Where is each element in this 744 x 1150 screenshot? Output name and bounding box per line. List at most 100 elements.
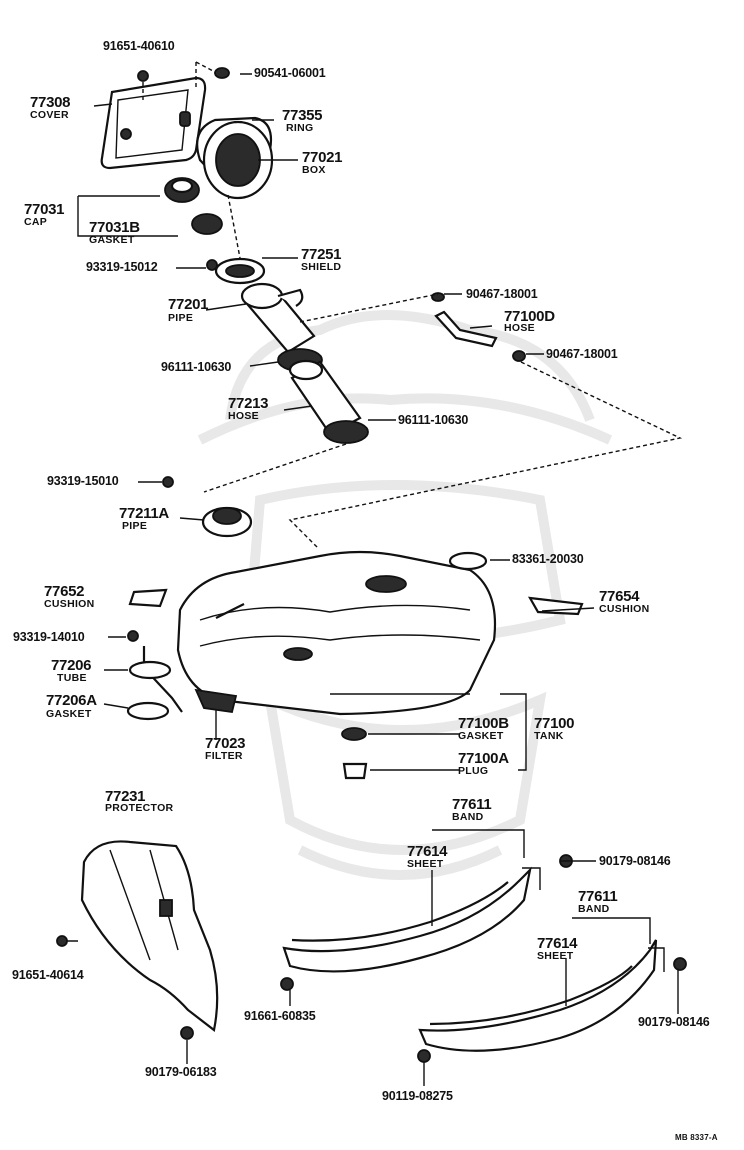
label-filter: FILTER (205, 750, 243, 762)
screw-93319-15010 (162, 476, 174, 488)
label-shield: SHIELD (301, 261, 342, 273)
label-77100B: 77100B (458, 715, 509, 732)
label-77206A: 77206A (46, 692, 97, 709)
label-77231: 77231 (105, 788, 146, 805)
label-cushion-77654: CUSHION (599, 603, 650, 615)
label-77100A: 77100A (458, 750, 509, 767)
label-77031B: 77031B (89, 219, 140, 236)
label-hose-77100D: HOSE (504, 322, 535, 334)
label-cover: COVER (30, 109, 69, 121)
nut-90541-06001 (214, 67, 230, 79)
label-hose-77213: HOSE (228, 410, 259, 422)
gasket-77031B (191, 213, 223, 235)
label-90179-06183: 90179-06183 (145, 1065, 217, 1079)
plug-77100A (342, 762, 368, 780)
label-gasket-77206A: GASKET (46, 708, 92, 720)
label-box: BOX (302, 164, 326, 176)
label-77031: 77031 (24, 201, 65, 218)
pipe-77211A (201, 506, 253, 538)
bolt-91651-40610 (137, 70, 149, 82)
nut-90179-08146-b (673, 957, 687, 971)
label-91651-40614: 91651-40614 (12, 968, 84, 982)
label-ring: RING (286, 122, 314, 134)
sheet-77614-a (291, 881, 509, 942)
label-77206: 77206 (51, 657, 92, 674)
figure-code: MB 8337-A (675, 1133, 718, 1142)
cap-77031 (164, 177, 200, 203)
hose-77213 (288, 359, 362, 436)
bolt-91661-60835 (280, 977, 294, 991)
label-93319-14010: 93319-14010 (13, 630, 85, 644)
label-77100D: 77100D (504, 308, 555, 325)
label-96111-10630-upper: 96111-10630 (161, 360, 232, 374)
label-77654: 77654 (599, 588, 640, 605)
label-77611-a: 77611 (452, 796, 492, 813)
label-gasket-77100B: GASKET (458, 730, 504, 742)
label-90467-18001-lower: 90467-18001 (546, 347, 618, 361)
bolt-90179-06183 (180, 1026, 194, 1040)
label-tube: TUBE (57, 672, 87, 684)
label-77023: 77023 (205, 735, 246, 752)
label-77213: 77213 (228, 395, 269, 412)
clip-90467-18001-lower (512, 350, 526, 362)
label-plug: PLUG (458, 765, 489, 777)
label-83361-20030: 83361-20030 (512, 552, 584, 566)
label-sheet-a: SHEET (407, 858, 444, 870)
label-pipe-77201: PIPE (168, 312, 194, 324)
cushion-77654 (527, 596, 584, 616)
label-77201: 77201 (168, 296, 209, 313)
label-90119-08275: 90119-08275 (382, 1089, 453, 1103)
label-pipe-77211A: PIPE (122, 520, 148, 532)
samurai-helmet-watermark (197, 310, 613, 880)
label-protector: PROTECTOR (105, 802, 174, 814)
label-gasket-77031B: GASKET (89, 234, 135, 246)
hose-77100D (434, 310, 498, 348)
label-sheet-b: SHEET (537, 950, 574, 962)
label-90541-06001: 90541-06001 (254, 66, 326, 80)
pipe-77201 (240, 282, 316, 354)
label-77251: 77251 (301, 246, 342, 263)
label-77611-b: 77611 (578, 888, 618, 905)
clip-90467-18001 (431, 292, 445, 302)
label-91651-40610: 91651-40610 (103, 39, 175, 53)
fuel-tank-77100 (176, 550, 497, 716)
label-93319-15012: 93319-15012 (86, 260, 158, 274)
band-77611-b (418, 939, 665, 1052)
label-band-a: BAND (452, 811, 484, 823)
filter-77023 (194, 688, 238, 714)
label-77308: 77308 (30, 94, 71, 111)
label-90179-08146-lower: 90179-08146 (638, 1015, 710, 1029)
bolt-90119-08275 (417, 1049, 431, 1063)
label-93319-15010: 93319-15010 (47, 474, 119, 488)
label-77021: 77021 (302, 149, 343, 166)
label-96111-10630-lower: 96111-10630 (398, 413, 469, 427)
label-77652: 77652 (44, 583, 85, 600)
band-77611-a (282, 866, 541, 973)
gasket-77206A (126, 701, 170, 721)
gasket-83361-20030 (448, 551, 488, 571)
label-77211A: 77211A (119, 505, 169, 522)
label-band-b: BAND (578, 903, 610, 915)
label-90467-18001-upper: 90467-18001 (466, 287, 538, 301)
clamp-96111-10630-lower (323, 420, 369, 444)
label-77355: 77355 (282, 107, 323, 124)
shield-77251 (214, 257, 266, 285)
gasket-77100B (341, 727, 367, 741)
bolt-91651-40614 (56, 935, 68, 947)
tube-77206 (128, 646, 183, 713)
label-77614-a: 77614 (407, 843, 448, 860)
label-cap: CAP (24, 216, 48, 228)
screw-93319-14010 (127, 630, 139, 642)
label-77100: 77100 (534, 715, 575, 732)
screw-93319-15012 (206, 259, 218, 271)
label-tank: TANK (534, 730, 564, 742)
label-cushion-77652: CUSHION (44, 598, 95, 610)
box-77021 (196, 116, 274, 200)
sheet-77614-b (429, 965, 633, 1026)
protector-77231 (80, 840, 219, 1032)
label-90179-08146-upper: 90179-08146 (599, 854, 671, 868)
cover-77308 (100, 76, 207, 170)
label-77614-b: 77614 (537, 935, 578, 952)
